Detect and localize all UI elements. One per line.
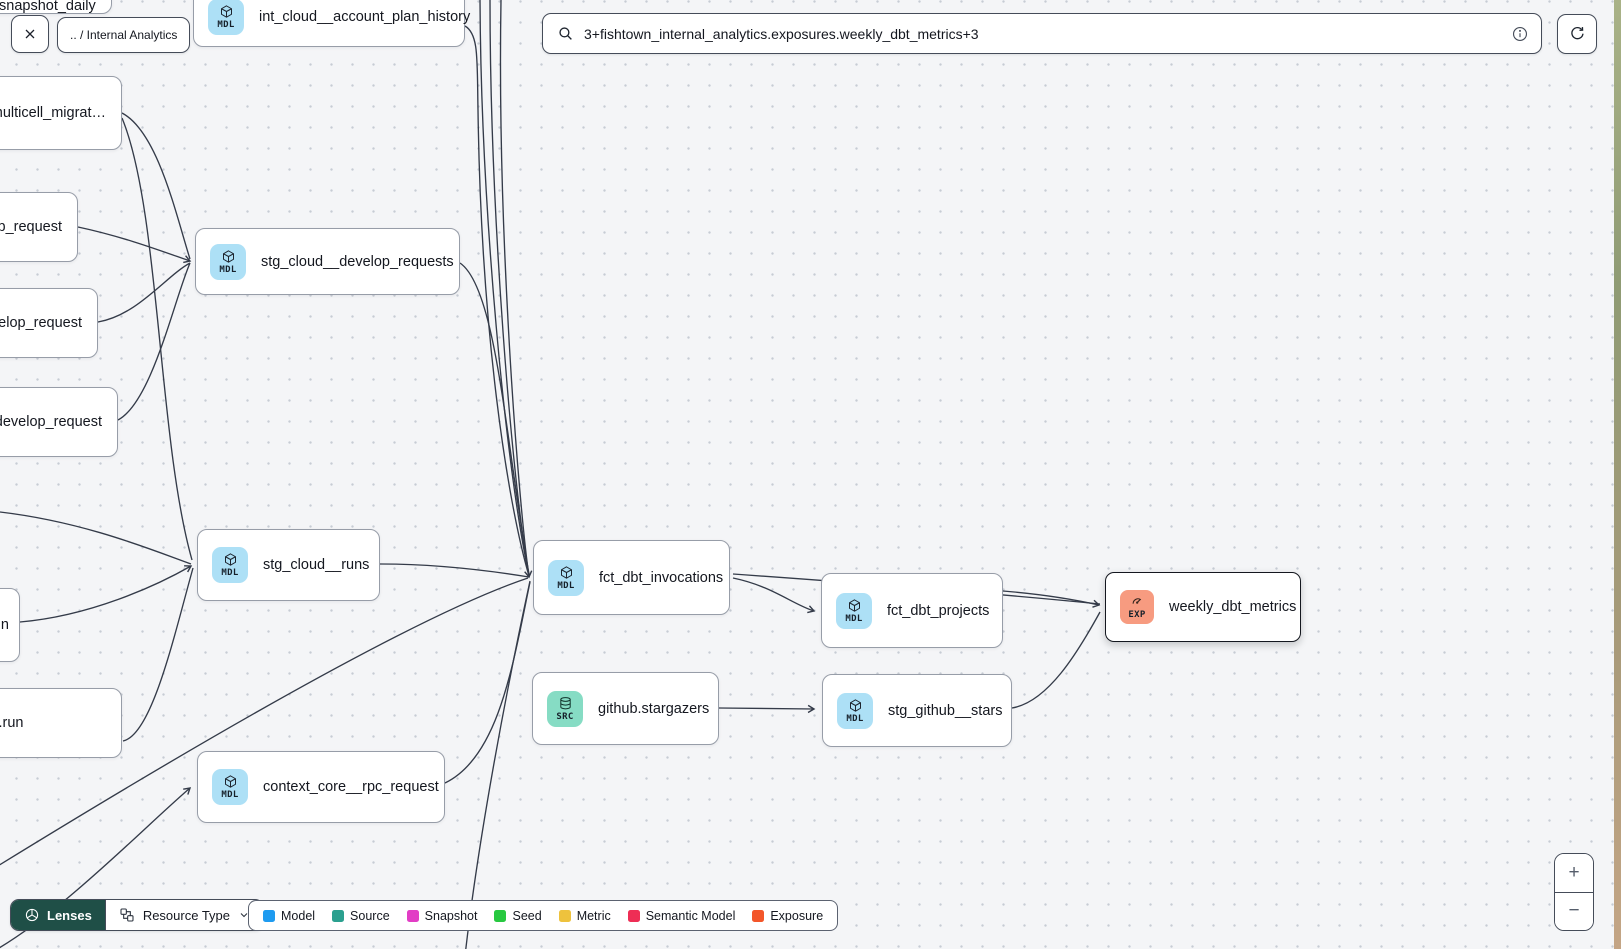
node-label: velop_request — [0, 315, 82, 331]
node-develop-request[interactable]: .develop_request — [0, 387, 118, 457]
node-stg-github-stars[interactable]: MDL stg_github__stars — [822, 674, 1012, 747]
node-context-core-rpc-request[interactable]: MDL context_core__rpc_request — [197, 751, 445, 823]
breadcrumb[interactable]: .. / Internal Analytics — [57, 17, 191, 53]
legend-swatch — [263, 909, 275, 922]
database-icon — [559, 696, 571, 709]
desktop-edge — [1614, 0, 1621, 949]
node-snapshot-daily[interactable]: snapshot_daily — [0, 0, 112, 14]
node-int-cloud-account-plan-history[interactable]: MDL int_cloud__account_plan_history — [193, 0, 470, 47]
info-icon[interactable] — [1511, 25, 1529, 43]
lenses-button[interactable]: Lenses — [11, 900, 105, 930]
node-label: fct_dbt_invocations — [599, 569, 724, 586]
legend-item: Exposure — [752, 909, 823, 923]
close-button[interactable] — [11, 15, 49, 53]
legend-item: Seed — [494, 909, 542, 923]
refresh-button[interactable] — [1557, 14, 1597, 54]
legend-item: Snapshot — [406, 909, 477, 923]
cube-icon — [560, 565, 572, 579]
node-label: stg_github__stars — [888, 702, 1003, 719]
model-badge: MDL — [210, 243, 246, 280]
node-github-stargazers[interactable]: SRC github.stargazers — [532, 672, 719, 745]
node-p-request[interactable]: p_request — [0, 192, 78, 262]
node-weekly-dbt-metrics[interactable]: EXP weekly_dbt_metrics — [1105, 572, 1301, 642]
node-stg-cloud-develop-requests[interactable]: MDL stg_cloud__develop_requests — [195, 228, 460, 295]
node-label: fct_dbt_projects — [887, 602, 990, 619]
plus-icon: + — [1568, 861, 1580, 883]
node-label: .run — [0, 715, 24, 731]
zoom-out-button[interactable]: − — [1555, 891, 1593, 930]
legend-swatch — [494, 909, 507, 922]
source-badge: SRC — [547, 690, 583, 727]
resource-type-icon — [120, 908, 134, 922]
search-input[interactable] — [584, 25, 1501, 42]
node-label: p_request — [0, 219, 62, 235]
node-label: multicell_migrat… — [0, 105, 106, 121]
cube-icon — [220, 5, 232, 18]
node-n[interactable]: n — [0, 588, 20, 662]
legend-swatch — [558, 909, 571, 922]
legend-swatch — [752, 909, 765, 922]
legend-swatch — [627, 909, 640, 922]
node-label: n — [0, 617, 9, 633]
cube-icon — [849, 698, 861, 712]
model-badge: MDL — [212, 769, 248, 805]
node-label: int_cloud__account_plan_history — [259, 9, 471, 25]
node-label: github.stargazers — [598, 700, 710, 717]
close-icon — [25, 29, 35, 39]
zoom-in-button[interactable]: + — [1555, 854, 1593, 892]
node-label: stg_cloud__runs — [263, 557, 370, 573]
lenses-icon — [25, 908, 39, 922]
legend-item: Metric — [558, 909, 611, 923]
resource-type-legend: Model Source Snapshot Seed Metric Semant… — [248, 900, 839, 931]
node-label: snapshot_daily — [0, 0, 96, 14]
legend-item: Source — [332, 909, 390, 923]
node-velop-request[interactable]: velop_request — [0, 288, 98, 358]
search-icon — [559, 27, 572, 40]
model-badge: MDL — [837, 692, 873, 729]
cube-icon — [222, 249, 234, 263]
cube-icon — [224, 553, 236, 566]
cube-icon — [224, 775, 236, 788]
node-label: .develop_request — [0, 414, 102, 430]
view-controls: Lenses Resource Type — [10, 899, 265, 931]
node-label: stg_cloud__develop_requests — [261, 253, 454, 270]
gauge-icon — [1132, 598, 1141, 604]
exposure-badge: EXP — [1120, 590, 1154, 624]
node-run[interactable]: .run — [0, 688, 122, 758]
legend-item: Model — [263, 909, 315, 923]
node-stg-cloud-runs[interactable]: MDL stg_cloud__runs — [197, 529, 380, 601]
zoom-controls: + − — [1554, 853, 1594, 931]
node-fct-dbt-invocations[interactable]: MDL fct_dbt_invocations — [533, 540, 730, 615]
resource-type-dropdown[interactable]: Resource Type — [104, 900, 264, 930]
node-label: context_core__rpc_request — [263, 779, 439, 795]
legend-item: Semantic Model — [627, 909, 735, 923]
refresh-icon — [1570, 26, 1584, 39]
legend-swatch — [332, 909, 345, 922]
search-bar[interactable] — [542, 13, 1542, 54]
model-badge: MDL — [212, 547, 248, 583]
model-badge: MDL — [208, 0, 244, 35]
node-fct-dbt-projects[interactable]: MDL fct_dbt_projects — [821, 573, 1003, 648]
model-badge: MDL — [548, 559, 584, 596]
model-badge: MDL — [836, 592, 872, 629]
cube-icon — [848, 598, 860, 612]
legend-swatch — [406, 909, 419, 922]
node-label: weekly_dbt_metrics — [1169, 599, 1297, 615]
chevron-down-icon — [240, 913, 248, 918]
node-multicell-migrat[interactable]: multicell_migrat… — [0, 76, 122, 150]
minus-icon: − — [1568, 900, 1580, 922]
